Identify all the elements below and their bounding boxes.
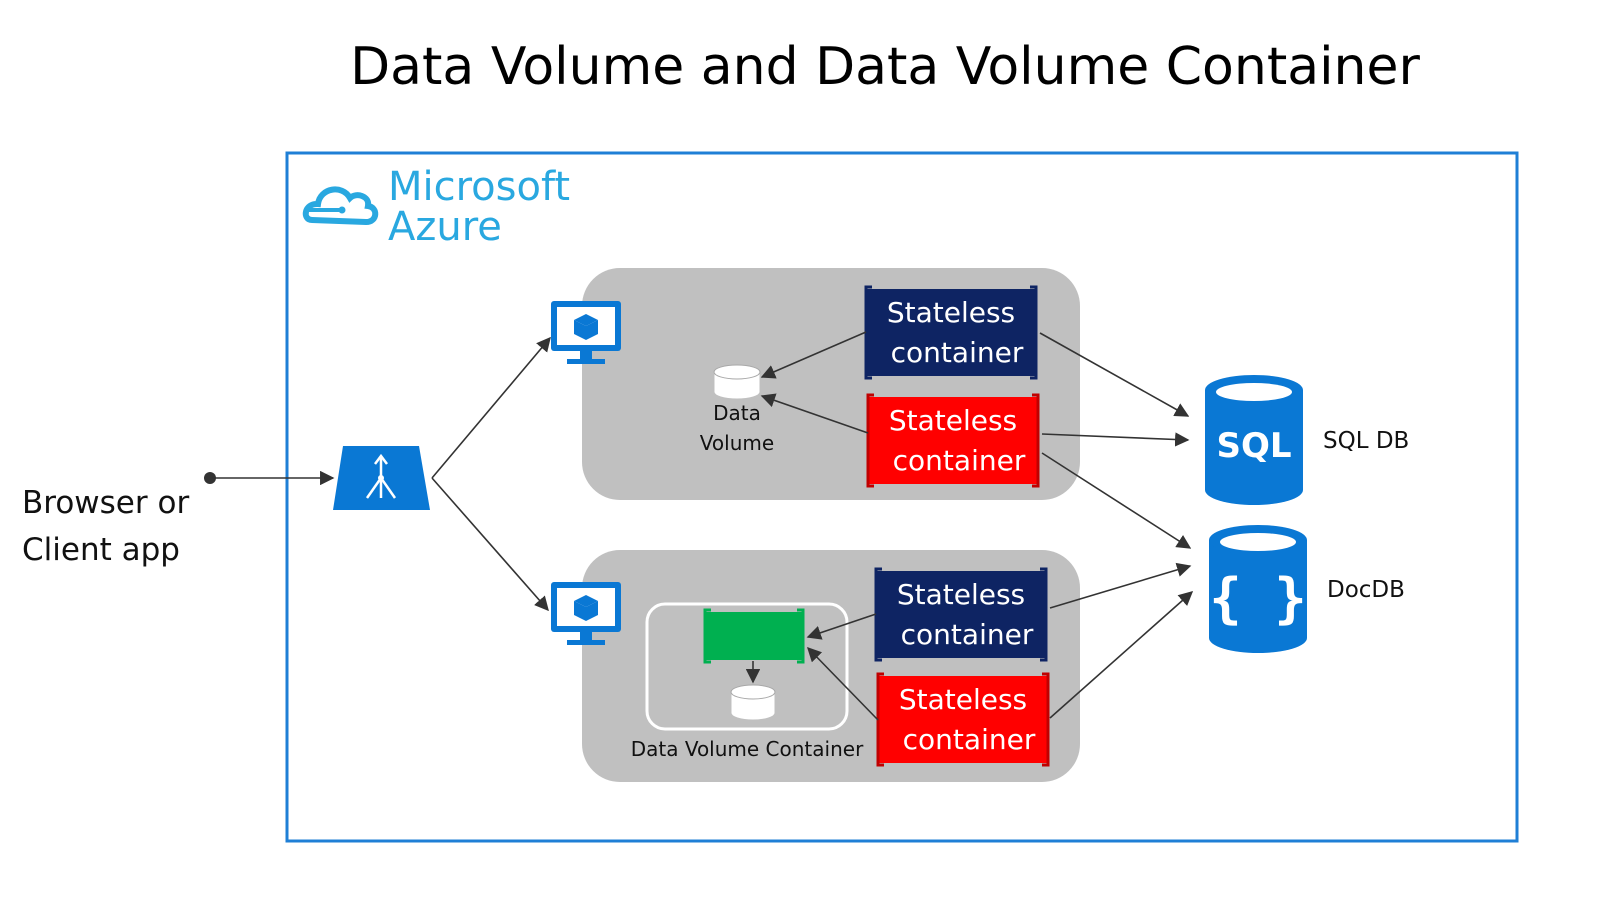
- bottom-stateless-container-navy: Stateless container: [874, 567, 1048, 662]
- bottom-stateless-container-red: Stateless container: [876, 672, 1050, 767]
- document-db-icon: { }: [1209, 525, 1307, 653]
- data-volume-cylinder: [713, 364, 761, 400]
- cloud-icon: [302, 186, 379, 226]
- client-label-line1: Browser or: [22, 485, 189, 521]
- data-volume-container-label: Data Volume Container: [631, 737, 864, 761]
- docdb-label: DocDB: [1327, 577, 1405, 603]
- virtual-machine-icon: [551, 301, 621, 364]
- client-label-line2: Client app: [22, 532, 180, 568]
- top-stateless-container-red: Stateless container: [866, 393, 1040, 488]
- azure-label-line1: Microsoft: [388, 164, 570, 210]
- client-endpoint-dot: [204, 472, 216, 484]
- data-volume-container-green: [703, 608, 805, 664]
- container-label-line2: container: [893, 444, 1026, 477]
- container-label-line1: Stateless: [897, 578, 1025, 611]
- container-label-line2: container: [891, 336, 1024, 369]
- edge-top-red-to-docdb: [1041, 452, 1192, 549]
- container-label-line2: container: [903, 723, 1036, 756]
- edge-navy-to-data-volume: [760, 331, 867, 379]
- load-balancer-icon: [333, 446, 430, 510]
- sql-glyph: SQL: [1216, 426, 1291, 466]
- top-stateless-container-navy: Stateless container: [864, 285, 1038, 380]
- edge-red-to-data-volume: [760, 393, 869, 434]
- edge-bottom-red-to-docdb: [1049, 591, 1194, 719]
- docdb-glyph: { }: [1209, 567, 1307, 630]
- virtual-machine-icon: [551, 582, 621, 645]
- edge-top-red-to-sql: [1041, 432, 1190, 447]
- data-volume-container-box: [645, 602, 849, 731]
- container-label-line1: Stateless: [889, 404, 1017, 437]
- edge-red-to-green: [806, 646, 879, 721]
- azure-boundary: [285, 151, 1519, 843]
- edge-bottom-navy-to-docdb: [1049, 562, 1192, 609]
- container-label-line1: Stateless: [899, 683, 1027, 716]
- data-volume-container-cylinder: [730, 684, 776, 721]
- container-label-line1: Stateless: [887, 296, 1015, 329]
- azure-label-line2: Azure: [388, 204, 502, 250]
- data-volume-label-line2: Volume: [700, 431, 774, 455]
- edge-navy-to-green: [806, 613, 877, 640]
- edge-lb-to-bottom-vm: [431, 477, 549, 612]
- sql-db-label: SQL DB: [1323, 428, 1409, 454]
- edge-top-navy-to-sql: [1039, 332, 1190, 417]
- sql-database-icon: SQL: [1205, 375, 1303, 505]
- diagram-title: Data Volume and Data Volume Container: [350, 37, 1420, 97]
- data-volume-label-line1: Data: [713, 401, 761, 425]
- container-label-line2: container: [901, 618, 1034, 651]
- edge-lb-to-top-vm: [431, 336, 551, 479]
